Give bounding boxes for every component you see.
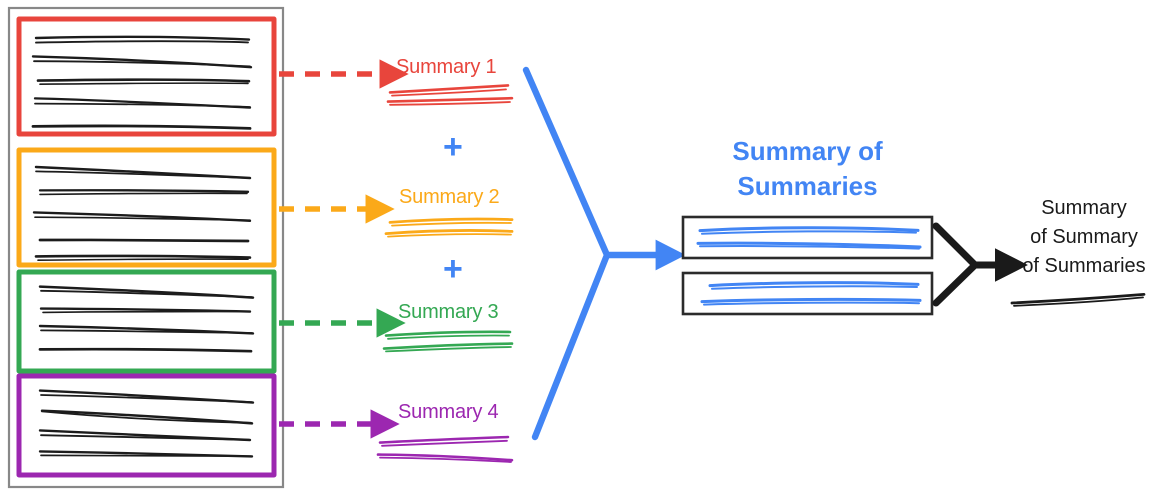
summary-2-lines	[384, 217, 514, 238]
plus-icon-1: +	[443, 128, 463, 166]
summary-3-label: Summary 3	[398, 301, 499, 323]
document-group-3[interactable]	[16, 269, 277, 374]
document-lines-group-1	[31, 35, 253, 130]
sos-box-1-lines	[696, 226, 922, 250]
arrow-merge-blue	[522, 66, 686, 441]
sos-box-2-lines	[700, 281, 922, 306]
final-summary-line-3: of Summaries	[1022, 255, 1146, 277]
summary-2-label: Summary 2	[399, 186, 500, 208]
final-summary-line-1: Summary	[1041, 197, 1127, 219]
summary-3-lines	[382, 330, 514, 353]
document-lines-group-2	[32, 165, 252, 261]
document-lines-group-4	[38, 389, 255, 458]
summary-4-label: Summary 4	[398, 401, 499, 423]
summary-4-lines	[376, 435, 514, 463]
final-summary-line-2: of Summary	[1030, 226, 1138, 248]
summary-of-summaries-heading-line-1: Summary of	[732, 136, 883, 166]
document-group-2[interactable]	[16, 147, 277, 268]
summary-1-label: Summary 1	[396, 56, 497, 78]
sos-box-1[interactable]	[681, 215, 934, 260]
documents-container	[7, 6, 285, 489]
document-group-4[interactable]	[16, 373, 277, 478]
plus-icon-2: +	[443, 250, 463, 288]
document-group-1[interactable]	[16, 16, 277, 137]
document-lines-group-3	[38, 285, 255, 353]
summary-of-summaries-heading-line-2: Summaries	[737, 171, 878, 201]
final-summary-lines	[1010, 293, 1146, 307]
arrow-merge-black	[932, 222, 1028, 307]
sos-box-2[interactable]	[681, 271, 934, 316]
summary-1-lines	[386, 84, 514, 106]
